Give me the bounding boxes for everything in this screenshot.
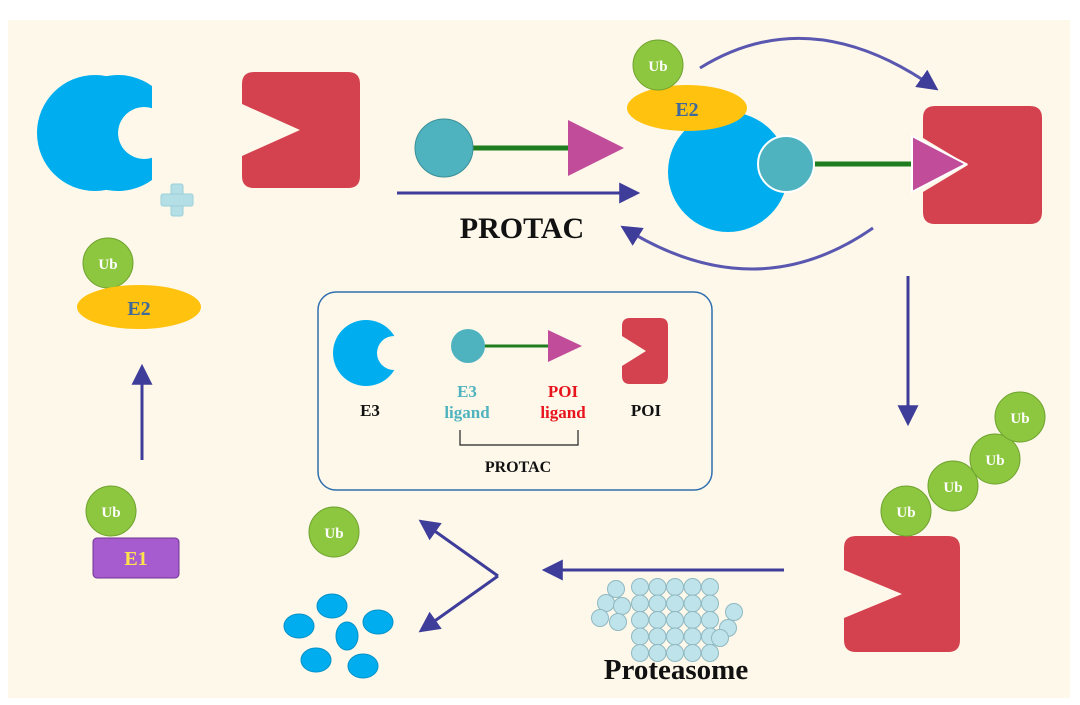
proteasome-label: Proteasome [604, 654, 749, 686]
e2-enzyme-complex [627, 85, 747, 131]
e3-legend-shape [333, 320, 399, 386]
proteasome-bead [648, 611, 667, 629]
protac-bracket [459, 430, 579, 446]
ub-label: Ub [98, 257, 117, 273]
ub-label: Ub [896, 505, 915, 521]
poi-ligand-complex [911, 134, 969, 194]
e3-ligand-legend [451, 329, 485, 363]
proteasome-bead [683, 594, 702, 613]
ubiquitin-complex [632, 39, 684, 91]
proteasome-bead [609, 613, 627, 631]
e2-enzyme [77, 285, 201, 329]
proteasome-bead [631, 611, 649, 629]
poi-polyubiquitinated [844, 536, 960, 652]
poi-ligand-legend [548, 330, 582, 362]
ub-label: Ub [101, 505, 120, 521]
legend-e3-label: E3 [360, 401, 380, 420]
e2-label: E2 [675, 99, 698, 121]
proteasome-bead [683, 627, 702, 646]
proteasome-bead [631, 594, 649, 613]
proteasome-bead [666, 578, 684, 596]
e2-label: E2 [127, 298, 150, 320]
poi-legend-shape [622, 318, 668, 384]
arrow-icon [418, 519, 499, 578]
proteasome-bead [701, 644, 719, 662]
ubiquitin-released [308, 506, 360, 558]
proteasome-bead [683, 578, 702, 596]
proteasome-bead [607, 580, 625, 598]
ubiquitin-e1 [85, 485, 137, 537]
proteasome-bead [591, 609, 609, 627]
polyubiquitin-chain [880, 391, 1046, 537]
proteasome-bead [701, 594, 719, 613]
ub-label: Ub [324, 526, 343, 542]
arrow-icon [620, 225, 874, 271]
plus-icon [160, 183, 194, 217]
proteasome-bead [648, 578, 667, 596]
legend-e3-ligand-line2: ligand [444, 403, 490, 422]
proteasome-bead [701, 578, 719, 596]
arrow-icon [699, 36, 939, 91]
proteasome-bead [631, 627, 649, 646]
proteasome-bead [648, 594, 667, 613]
proteasome-bead [711, 629, 729, 647]
proteasome-bead [597, 594, 615, 612]
legend-box: E3 E3 ligand POI ligand POI PROTAC [317, 291, 713, 491]
proteasome-bead [648, 627, 667, 646]
proteasome-cluster [591, 578, 743, 662]
ub-label: Ub [943, 480, 962, 496]
legend-poi-ligand-line2: ligand [540, 403, 586, 422]
protac-label: PROTAC [460, 212, 584, 245]
protac-molecule [414, 118, 624, 178]
legend-poi-label: POI [631, 401, 662, 420]
ub-label: Ub [985, 453, 1004, 469]
legend-poi-ligand-line1: POI [548, 382, 579, 401]
e3-ligase-body [37, 75, 153, 191]
proteasome-bead [666, 627, 684, 646]
proteasome-bead [683, 611, 702, 629]
proteasome-bead [631, 578, 649, 596]
poi-complex [923, 106, 1042, 224]
peptide-fragments [283, 593, 394, 679]
e3-ligase-complex [668, 112, 788, 232]
e3-ligand-complex [757, 135, 815, 193]
proteasome-bead [666, 594, 684, 613]
proteasome-bead [725, 603, 743, 621]
ub-label: Ub [648, 59, 667, 75]
e1-label: E1 [124, 548, 147, 570]
proteasome-bead [666, 611, 684, 629]
legend-e3-ligand-line1: E3 [457, 382, 477, 401]
arrow-icon [418, 574, 499, 633]
poi-shape [242, 72, 360, 188]
e1-enzyme [92, 537, 180, 579]
proteasome-bead [701, 611, 719, 629]
proteasome-bead [613, 597, 631, 615]
legend-protac-label: PROTAC [485, 459, 551, 476]
ub-label: Ub [1010, 411, 1029, 427]
